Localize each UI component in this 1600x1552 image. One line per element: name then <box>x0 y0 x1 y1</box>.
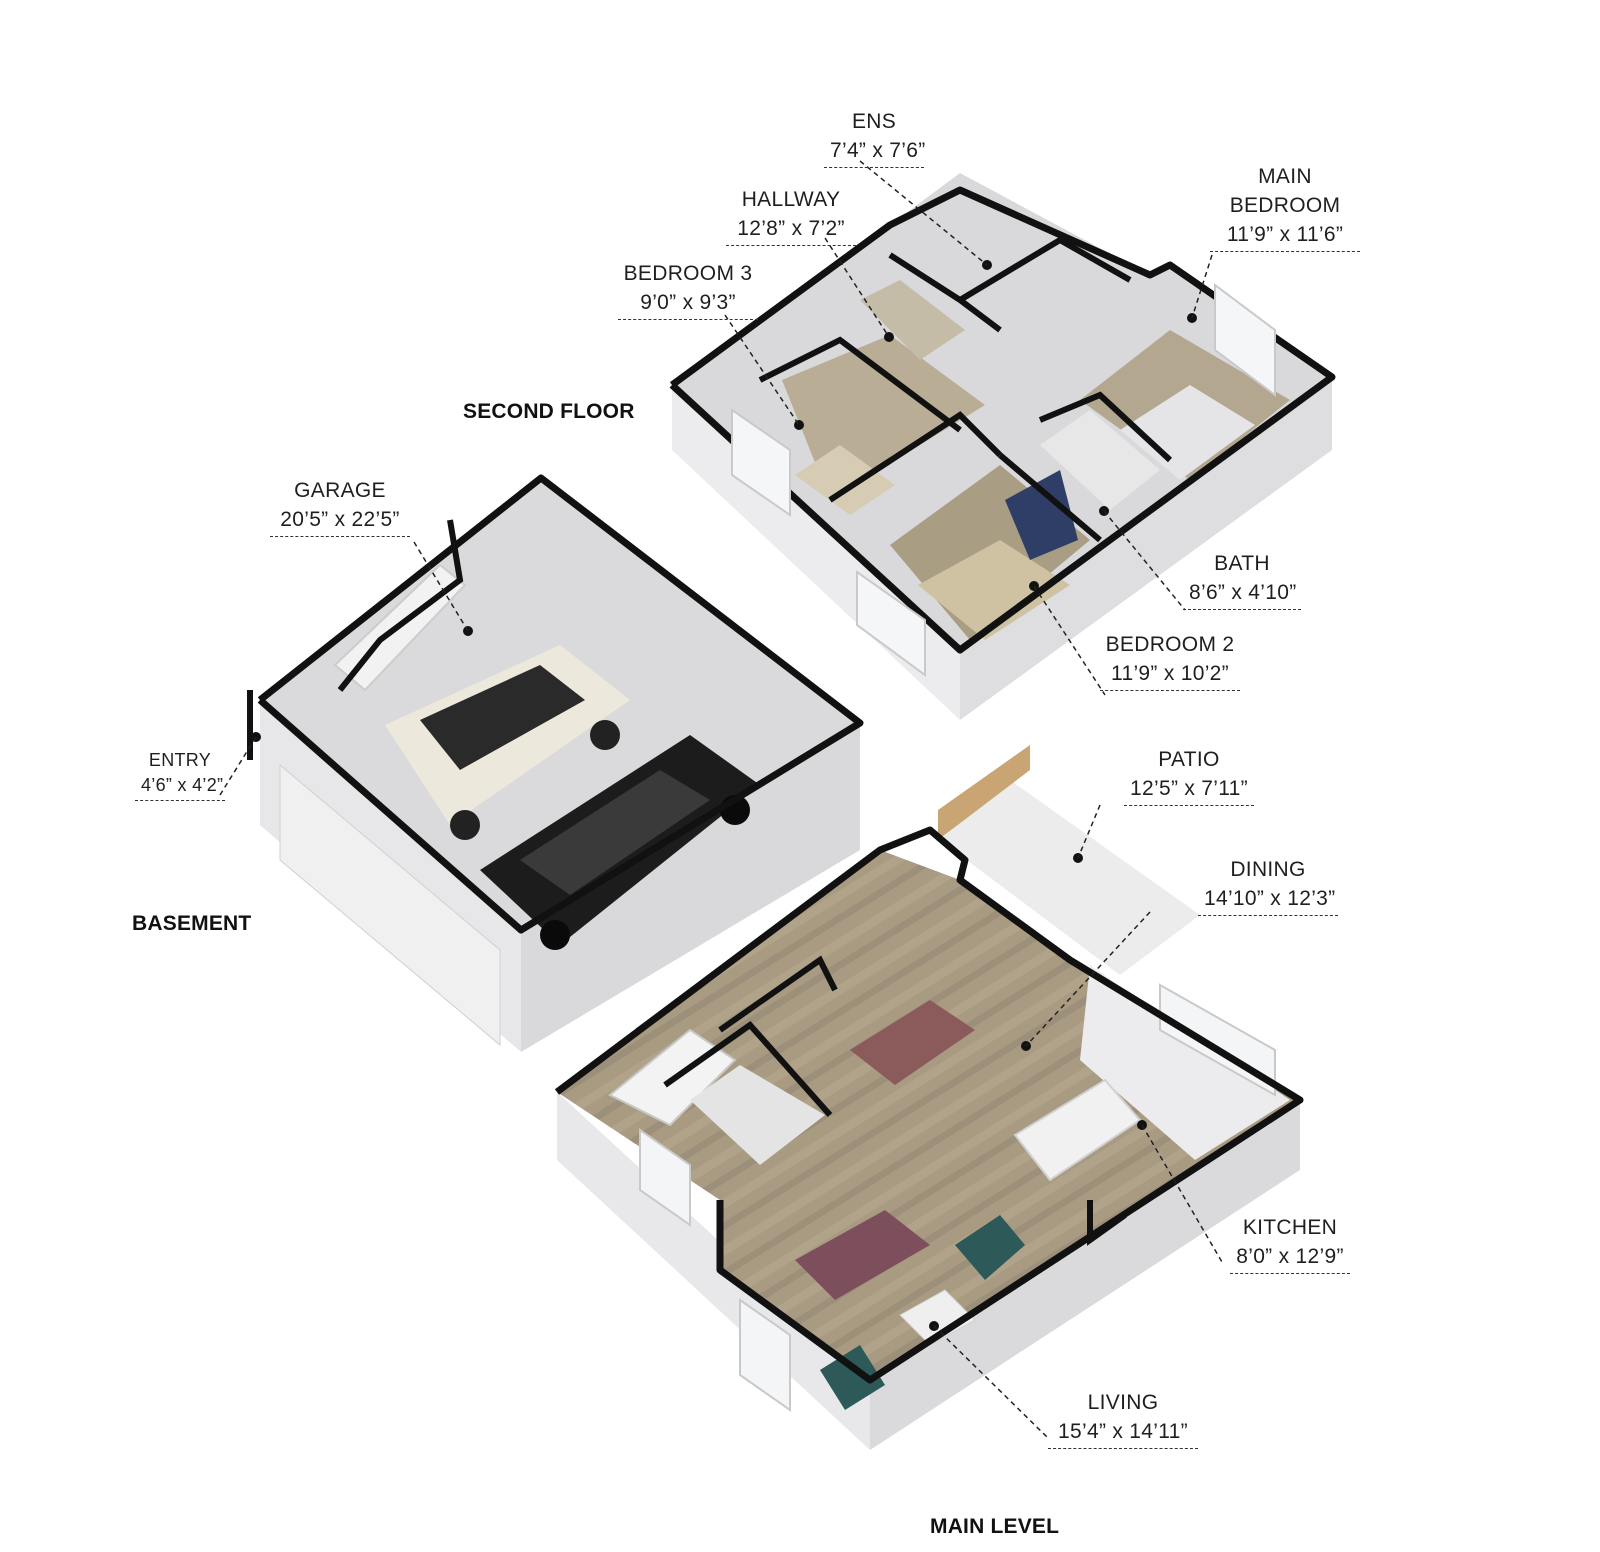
room-name-line1: MAIN <box>1258 165 1312 188</box>
basement-leaders <box>219 541 469 796</box>
room-name: ENTRY <box>148 750 212 770</box>
main-level-walls <box>554 826 1304 1384</box>
black-car <box>480 735 760 950</box>
room-name: LIVING <box>1087 1391 1159 1414</box>
room-name-line2: BEDROOM <box>1229 194 1341 217</box>
room-dimensions: 12’8” x 7’2” <box>726 214 856 246</box>
bed-main-bedroom <box>1120 385 1255 480</box>
main-floor-surface <box>557 850 1300 1380</box>
room-dimensions: 11’9” x 11’6” <box>1210 220 1360 252</box>
room-name: BEDROOM 2 <box>1105 633 1235 656</box>
room-name: HALLWAY <box>741 188 841 211</box>
room-dimensions: 15’4” x 14’11” <box>1048 1417 1198 1449</box>
patio-fence <box>938 745 1030 840</box>
bed-bedroom3 <box>795 445 895 515</box>
kitchen-island <box>1013 1078 1142 1182</box>
second-floor-leaders <box>724 160 1213 696</box>
room-name: DINING <box>1230 858 1306 881</box>
label-dining: DINING 14’10” x 12’3” <box>1198 855 1338 916</box>
label-entry: ENTRY 4’6” x 4’2” <box>135 748 225 801</box>
label-living: LIVING 15’4” x 14’11” <box>1048 1388 1198 1449</box>
floor-title-basement: BASEMENT <box>132 912 252 935</box>
dining-table <box>850 1000 975 1085</box>
main-level-plan <box>554 745 1304 1450</box>
room-dimensions: 7’4” x 7’6” <box>824 136 925 168</box>
basement-walls <box>257 474 864 934</box>
label-bedroom2: BEDROOM 2 11’9” x 10’2” <box>1100 630 1240 691</box>
armchair <box>955 1215 1025 1280</box>
label-main-bedroom: MAIN BEDROOM 11’9” x 11’6” <box>1210 162 1360 252</box>
armchair-2 <box>820 1345 885 1410</box>
room-dimensions: 9’0” x 9’3” <box>618 288 758 320</box>
label-ens: ENS 7’4” x 7’6” <box>824 107 925 168</box>
patio-floor <box>940 780 1200 975</box>
ottoman <box>899 1289 976 1346</box>
white-car <box>385 645 630 840</box>
sofa <box>795 1210 930 1300</box>
floor-title-second: SECOND FLOOR <box>463 400 635 423</box>
second-floor-surface <box>672 173 1332 650</box>
main-level-leaders <box>933 804 1223 1438</box>
room-dimensions: 8’0” x 12’9” <box>1230 1242 1350 1274</box>
label-bath: BATH 8’6” x 4’10” <box>1183 549 1301 610</box>
room-dimensions: 12’5” x 7’11” <box>1124 774 1254 806</box>
room-name: GARAGE <box>294 479 386 502</box>
room-name: BATH <box>1214 552 1270 575</box>
basement-plan <box>247 474 864 1052</box>
label-patio: PATIO 12’5” x 7’11” <box>1124 745 1254 806</box>
second-floor-walls <box>669 186 1336 654</box>
second-floor-plan <box>669 173 1336 720</box>
label-hallway: HALLWAY 12’8” x 7’2” <box>726 185 856 246</box>
room-name: PATIO <box>1158 748 1220 771</box>
room-dimensions: 11’9” x 10’2” <box>1100 659 1240 691</box>
floor-title-main: MAIN LEVEL <box>930 1515 1060 1538</box>
room-name: ENS <box>851 110 897 133</box>
label-garage: GARAGE 20’5” x 22’5” <box>270 476 410 537</box>
bed-bedroom2 <box>918 540 1070 640</box>
room-dimensions: 20’5” x 22’5” <box>270 505 410 537</box>
room-dimensions: 14’10” x 12’3” <box>1198 884 1338 916</box>
garage-door <box>279 763 501 1047</box>
room-name: BEDROOM 3 <box>623 262 753 285</box>
room-name: KITCHEN <box>1242 1216 1338 1239</box>
label-bedroom3: BEDROOM 3 9’0” x 9’3” <box>618 259 758 320</box>
room-dimensions: 4’6” x 4’2” <box>135 773 225 801</box>
label-kitchen: KITCHEN 8’0” x 12’9” <box>1230 1213 1350 1274</box>
room-dimensions: 8’6” x 4’10” <box>1183 578 1301 610</box>
